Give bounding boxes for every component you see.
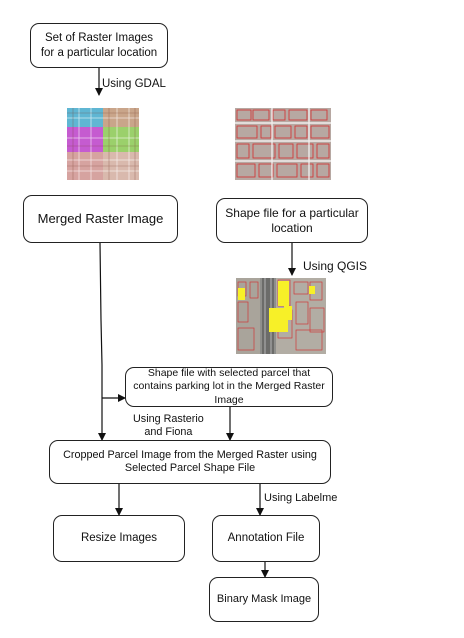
node-selected-parcel: Shape file with selected parcel that con… bbox=[125, 367, 333, 407]
label-using-labelme: Using Labelme bbox=[264, 492, 338, 504]
label-using-rasterio: Using Rasterio and Fiona bbox=[133, 413, 204, 439]
node-raster-set: Set of Raster Images for a particular lo… bbox=[30, 23, 168, 68]
node-annotation-file: Annotation File bbox=[212, 515, 320, 562]
parking-highlight-image bbox=[236, 278, 326, 354]
node-resize-images: Resize Images bbox=[53, 515, 185, 562]
label-using-qgis: Using QGIS bbox=[303, 259, 368, 273]
node-binary-mask: Binary Mask Image bbox=[209, 577, 319, 622]
parcel-map-image bbox=[235, 108, 331, 180]
raster-tiles-image bbox=[67, 108, 139, 180]
line-merged-down bbox=[98, 242, 106, 441]
label-using-gdal: Using GDAL bbox=[102, 78, 166, 90]
node-merged-raster: Merged Raster Image bbox=[23, 195, 178, 243]
node-cropped-parcel: Cropped Parcel Image from the Merged Ras… bbox=[49, 440, 331, 484]
node-shape-file: Shape file for a particular location bbox=[216, 198, 368, 243]
